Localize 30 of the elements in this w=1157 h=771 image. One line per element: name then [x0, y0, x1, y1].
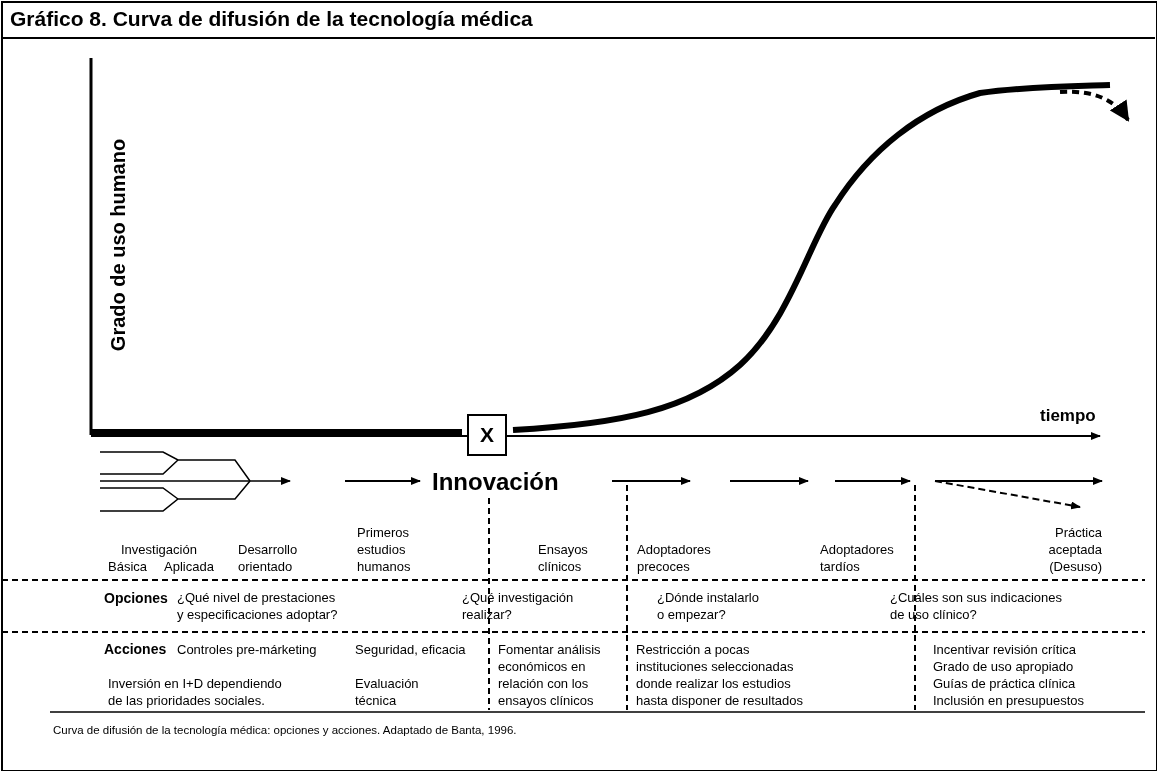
axis-title: Grado de uso humano — [106, 137, 130, 354]
action-text: Grado de uso apropiado — [933, 658, 1074, 675]
question-text: ¿Qué nivel de prestaciones y especificaciones adoptar? — [177, 589, 339, 623]
action-text: Guías de práctica clínica — [933, 675, 1076, 692]
stage-label: Ensayos clínicos — [538, 541, 589, 575]
stage-heading: Innovación — [432, 468, 559, 496]
stage-label: Primeros estudios humanos — [357, 524, 412, 575]
action-text: Controles pre-márketing — [177, 641, 317, 658]
figure-caption: Curva de difusión de la tecnología médica: opciones y acciones. Adaptado de Banta, 1996. — [53, 724, 517, 736]
row-heading: Opciones — [104, 590, 168, 607]
axis-title: tiempo — [1040, 407, 1096, 424]
stage-label: Desarrollo orientado — [238, 541, 299, 575]
figure-title: Gráfico 8. Curva de difusión de la tecnología médica — [10, 7, 533, 31]
stage-label: Adoptadores tardíos — [820, 541, 895, 575]
action-text: Fomentar análisis económicos en relación con los ensayos clínicos — [498, 641, 602, 709]
action-text: Restricción a pocas instituciones seleccionadas donde realizar los estudios hasta disponer de resultados — [636, 641, 804, 709]
row-heading: Acciones — [104, 641, 167, 658]
action-text: Inversión en I+D dependiendo de las prioridades sociales. — [108, 675, 283, 709]
stage-label: Aplicada — [164, 558, 214, 575]
action-text: Incentivar revisión crítica — [933, 641, 1077, 658]
stage-label: Básica — [108, 558, 148, 575]
question-text: ¿Cuáles son sus indicaciones de uso clínico? — [890, 589, 1063, 623]
stage-label: Investigación — [121, 541, 197, 558]
marker-box: X — [467, 414, 507, 456]
action-text: Inclusión en presupuestos — [933, 692, 1085, 709]
action-text: Seguridad, eficacia — [355, 641, 466, 658]
question-text: ¿Dónde instalarlo o empezar? — [657, 589, 760, 623]
stage-label: Práctica aceptada (Desuso) — [1047, 524, 1102, 575]
action-text: Evaluación técnica — [355, 675, 420, 709]
stage-label: Adoptadores precoces — [637, 541, 712, 575]
